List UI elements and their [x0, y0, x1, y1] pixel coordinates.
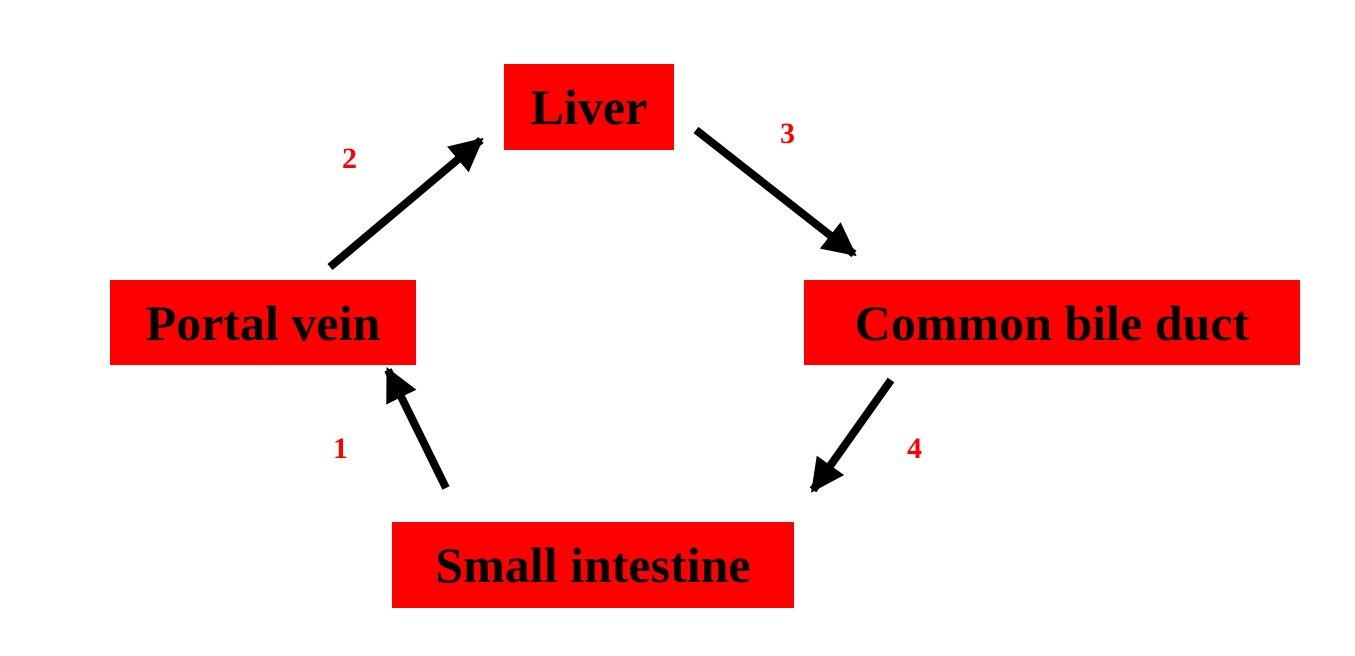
arrow-liver-to-common-bile-duct — [693, 126, 857, 258]
common-bile-duct-label: Common bile duct — [854, 294, 1250, 351]
arrow-common-bile-duct-to-small-intestine — [809, 377, 895, 493]
common-bile-duct-box: Common bile duct — [804, 280, 1300, 365]
step-number-3: 3 — [780, 117, 795, 150]
step-number-4: 4 — [907, 432, 922, 465]
portal-vein-label: Portal vein — [145, 294, 381, 351]
step-number-2: 2 — [342, 142, 357, 175]
portal-vein-box: Portal vein — [110, 280, 416, 365]
liver-box: Liver — [504, 64, 674, 150]
small-intestine-label: Small intestine — [435, 537, 751, 593]
step-number-1: 1 — [333, 432, 348, 465]
small-intestine-box: Small intestine — [392, 522, 794, 608]
arrow-portal-vein-to-liver — [327, 136, 484, 271]
liver-label: Liver — [530, 79, 648, 135]
arrow-small-intestine-to-portal-vein — [384, 366, 450, 490]
